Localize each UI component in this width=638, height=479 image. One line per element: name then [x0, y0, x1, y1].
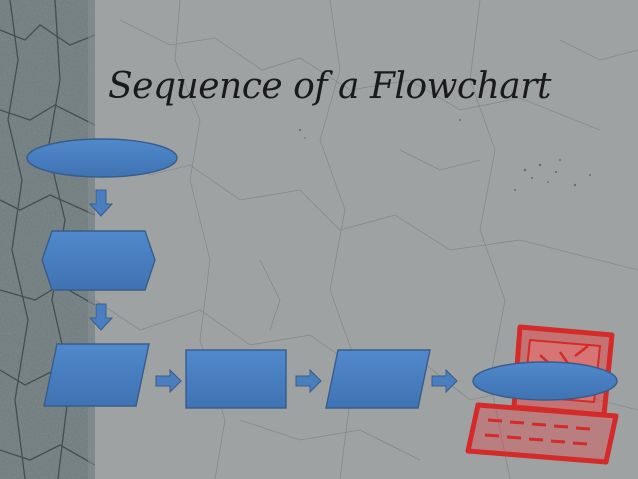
- output-step: [325, 349, 431, 409]
- arrow-down-1: [88, 189, 114, 217]
- preparation-step: [41, 230, 156, 291]
- start-terminator: [26, 138, 178, 178]
- input-step: [43, 343, 150, 407]
- flowchart-shapes: [26, 138, 618, 409]
- end-terminator: [472, 361, 618, 401]
- process-step: [185, 349, 287, 409]
- arrow-right-3: [431, 368, 458, 394]
- arrow-right-2: [295, 368, 322, 394]
- flowchart-arrows: [88, 189, 458, 394]
- slide-title: Sequence of a Flowchart: [108, 66, 551, 107]
- arrow-down-2: [88, 303, 114, 331]
- arrow-right-1: [155, 368, 182, 394]
